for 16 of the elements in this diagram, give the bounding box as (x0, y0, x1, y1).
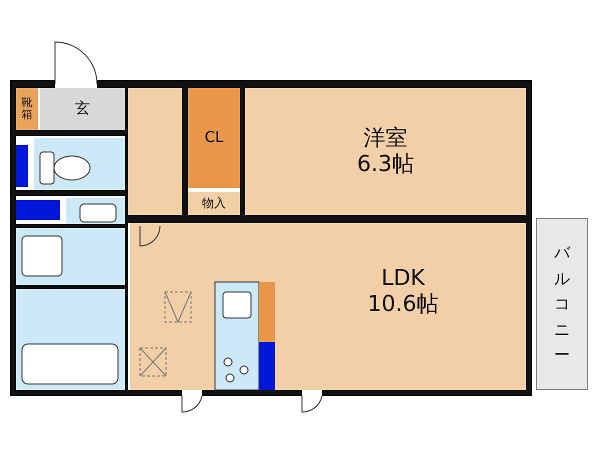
room-label: 靴箱 (20, 96, 34, 122)
room (245, 88, 526, 215)
closet (188, 88, 240, 188)
room-label: LDK (381, 266, 425, 292)
room-label: CL (204, 129, 224, 147)
storage (188, 192, 240, 215)
entrance-floor (40, 88, 125, 130)
room-label: バルコニー (553, 242, 571, 366)
room-label: 洋室 (364, 126, 408, 152)
shoe-cabinet (16, 88, 38, 130)
area-label: 10.6帖 (368, 292, 438, 317)
balcony (536, 218, 588, 390)
area-label: 6.3帖 (357, 152, 414, 177)
room-label: 玄 (75, 100, 90, 118)
room-label: 物入 (202, 196, 226, 210)
room (130, 223, 526, 390)
